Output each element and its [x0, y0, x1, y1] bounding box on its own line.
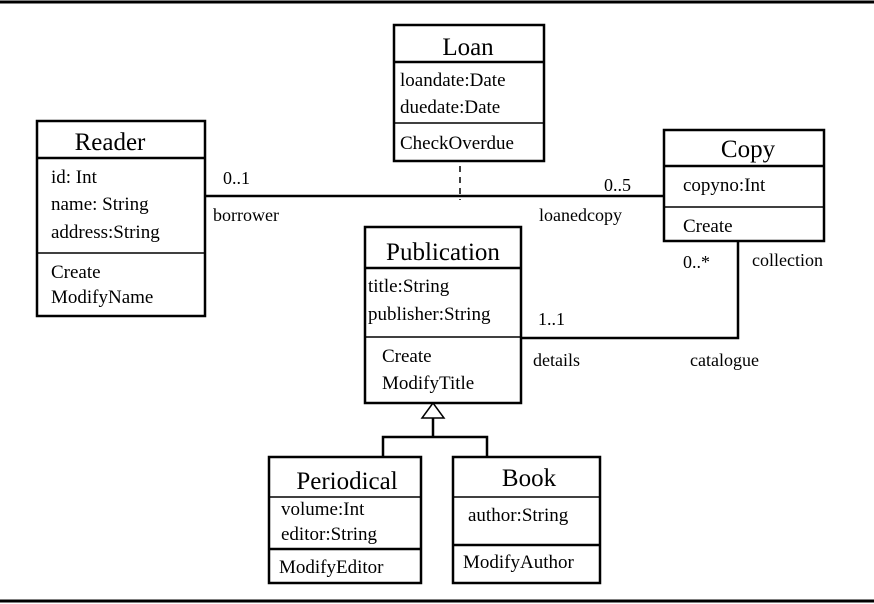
- borrower-role-label: borrower: [213, 205, 279, 225]
- periodical-operation: ModifyEditor: [279, 557, 384, 578]
- reader-operation: ModifyName: [51, 287, 153, 308]
- copy-publication-association: [521, 241, 740, 340]
- publication-box: [363, 225, 523, 405]
- copy-box: [662, 128, 826, 243]
- catalogue-label: catalogue: [690, 350, 759, 370]
- copy-operation: Create: [683, 216, 733, 237]
- details-role-label: details: [533, 350, 580, 370]
- inheritance-triangle-icon: [420, 401, 446, 419]
- class-periodical[interactable]: Periodical volume:Int editor:String Modi…: [267, 455, 423, 585]
- reader-class-name: Reader: [75, 129, 146, 156]
- loanedcopy-role-label: loanedcopy: [539, 205, 622, 225]
- class-book[interactable]: Book author:String ModifyAuthor: [451, 455, 602, 585]
- class-copy[interactable]: Copy copyno:Int Create: [662, 128, 826, 243]
- class-publication[interactable]: Publication title:String publisher:Strin…: [363, 225, 523, 405]
- collection-multiplicity: 0..*: [683, 252, 710, 272]
- inheritance-branch: [381, 435, 489, 457]
- reader-attribute: address:String: [51, 222, 160, 243]
- periodical-attribute: volume:Int: [281, 499, 365, 520]
- copy-multiplicity: 0..5: [604, 175, 631, 195]
- book-operation: ModifyAuthor: [463, 552, 575, 573]
- class-reader[interactable]: Reader id: Int name: String address:Stri…: [35, 119, 207, 318]
- publication-attribute: title:String: [368, 276, 450, 297]
- collection-role-label: collection: [752, 250, 823, 270]
- periodical-box: [267, 455, 423, 585]
- class-loan[interactable]: Loan loandate:Date duedate:Date CheckOve…: [392, 23, 546, 163]
- book-class-name: Book: [502, 465, 557, 492]
- loan-class-name: Loan: [442, 34, 494, 61]
- generalization: [381, 401, 489, 457]
- publication-operation: ModifyTitle: [382, 373, 474, 394]
- publication-operation: Create: [382, 346, 432, 367]
- periodical-attribute: editor:String: [281, 524, 378, 545]
- loan-attribute: loandate:Date: [400, 70, 506, 91]
- book-box: [451, 455, 602, 585]
- copy-class-name: Copy: [721, 136, 776, 163]
- loan-attribute: duedate:Date: [400, 97, 500, 118]
- details-multiplicity: 1..1: [538, 309, 565, 329]
- reader-box: [35, 119, 207, 318]
- association-lines: [205, 166, 740, 340]
- reader-attribute: id: Int: [51, 167, 98, 188]
- copy-attribute: copyno:Int: [683, 175, 766, 196]
- publication-attribute: publisher:String: [368, 304, 491, 325]
- publication-class-name: Publication: [386, 239, 500, 266]
- loan-operation: CheckOverdue: [400, 133, 514, 154]
- reader-operation: Create: [51, 262, 101, 283]
- periodical-class-name: Periodical: [296, 468, 397, 495]
- book-attribute: author:String: [468, 505, 569, 526]
- reader-multiplicity: 0..1: [223, 168, 250, 188]
- loan-box: [392, 23, 546, 163]
- reader-attribute: name: String: [51, 194, 149, 215]
